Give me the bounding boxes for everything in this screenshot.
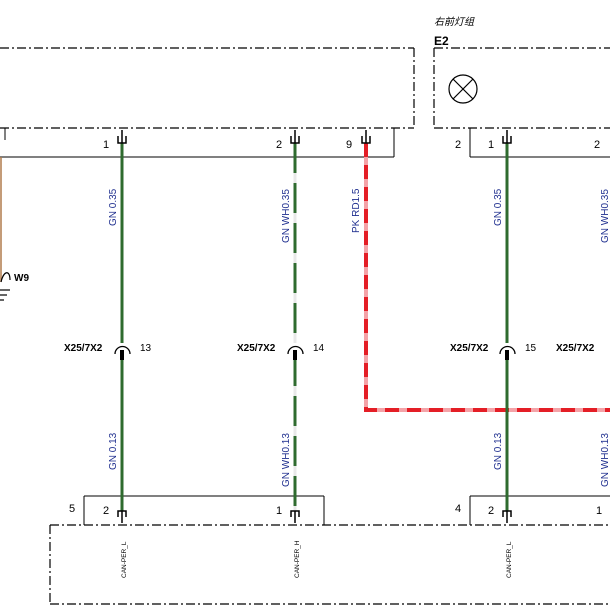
- pin-bottom-1b: 1: [596, 505, 602, 517]
- top-left-component-box: [0, 47, 415, 158]
- pin-bottom-5: 5: [69, 503, 75, 515]
- splice-3-pin: 15: [525, 343, 537, 354]
- splice-3-label: X25/7X2: [450, 343, 489, 354]
- splice-1-pin: 13: [140, 343, 152, 354]
- wire-4-lower-label: GN 0.13: [493, 432, 504, 470]
- splice-connectors: [114, 345, 516, 360]
- pin-bottom-4: 4: [455, 503, 461, 515]
- signal-3-label: CAN-PER_L: [506, 541, 513, 578]
- pin-bottom-2a: 2: [103, 505, 109, 517]
- pin-top-right-2a: 2: [455, 139, 461, 151]
- bottom-component-box: [49, 495, 610, 605]
- pin-top-left-9: 9: [346, 139, 352, 151]
- splice-2-pin: 14: [313, 343, 325, 354]
- wire-2-lower-label: GN WH0.13: [281, 433, 292, 487]
- wire-3-upper-label: PK RD1.5: [351, 188, 362, 233]
- component-title: 右前灯组: [434, 16, 475, 28]
- pin-top-right-1: 1: [488, 139, 494, 151]
- signal-2-label: CAN-PER_H: [294, 540, 301, 578]
- splice-4-label: X25/7X2: [556, 343, 595, 354]
- splice-2-label: X25/7X2: [237, 343, 276, 354]
- splice-1-label: X25/7X2: [64, 343, 103, 354]
- ground-wire: [0, 157, 11, 301]
- ground-label: W9: [14, 273, 29, 284]
- pin-top-left-2: 2: [276, 139, 282, 151]
- wire-2-upper-label: GN WH0.35: [281, 189, 292, 243]
- signal-1-label: CAN-PER_L: [121, 541, 128, 578]
- pin-bottom-1a: 1: [276, 505, 282, 517]
- wire-5-lower-label: GN WH0.13: [600, 433, 610, 487]
- lamp-icon: [448, 74, 478, 104]
- pin-bottom-2b: 2: [488, 505, 494, 517]
- component-id: E2: [434, 34, 449, 48]
- wire-5-upper-label: GN WH0.35: [600, 189, 610, 243]
- top-terminals: [117, 130, 512, 144]
- wire-1-upper-label: GN 0.35: [108, 188, 119, 226]
- e2-headlamp-box: [433, 47, 610, 158]
- wire-1-lower-label: GN 0.13: [108, 432, 119, 470]
- pin-top-left-1: 1: [103, 139, 109, 151]
- wire-3-pink-red: [364, 143, 610, 412]
- bottom-terminals: [117, 510, 512, 523]
- pin-top-right-2b: 2: [594, 139, 600, 151]
- wire-4-upper-label: GN 0.35: [493, 188, 504, 226]
